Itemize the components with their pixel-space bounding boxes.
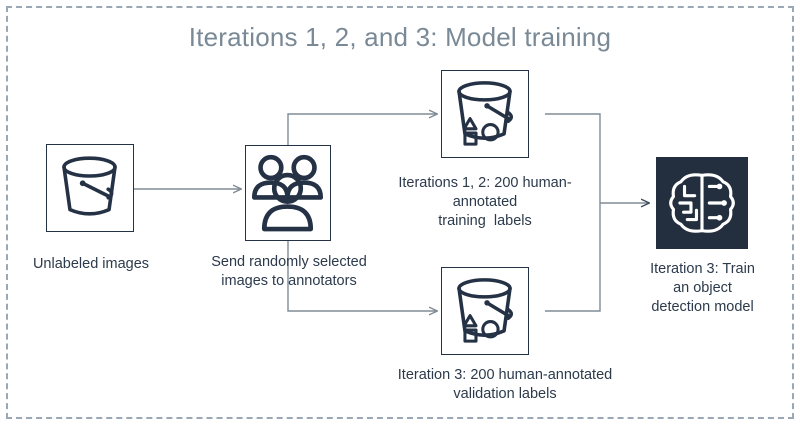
caption-line: detection model xyxy=(651,299,754,315)
caption-line: Send randomly selected xyxy=(211,254,367,270)
node-unlabeled-images[interactable] xyxy=(46,144,134,232)
caption-line: Iterations 1, 2: 200 human- xyxy=(398,175,572,191)
caption-unlabeled-images: Unlabeled images xyxy=(0,255,182,274)
caption-line: validation labels xyxy=(453,386,557,402)
labeled-bucket-icon xyxy=(457,278,514,343)
node-train-model[interactable] xyxy=(656,157,748,249)
bucket-icon xyxy=(62,156,117,216)
caption-line: Iteration 3: Train xyxy=(650,261,755,277)
ml-brain-icon xyxy=(669,173,735,233)
caption-line: images to annotators xyxy=(221,273,357,289)
labeled-bucket-icon xyxy=(457,81,514,146)
diagram-dashed-frame xyxy=(6,6,794,419)
caption-train-model: Iteration 3: Train an object detection m… xyxy=(625,260,780,317)
people-group-icon xyxy=(251,154,324,232)
node-validation-labels[interactable] xyxy=(441,267,529,355)
caption-annotators: Send randomly selected images to annotat… xyxy=(194,253,384,291)
caption-line: training labels xyxy=(438,213,532,229)
node-training-labels[interactable] xyxy=(441,70,529,158)
caption-validation-labels: Iteration 3: 200 human-annotated validat… xyxy=(345,366,665,404)
caption-training-labels: Iterations 1, 2: 200 human- annotated tr… xyxy=(380,174,590,231)
caption-line: an object xyxy=(673,280,732,296)
caption-line: annotated xyxy=(452,194,518,210)
node-annotators[interactable] xyxy=(245,145,331,241)
caption-line: Iteration 3: 200 human-annotated xyxy=(397,367,613,383)
caption-line: Unlabeled images xyxy=(32,256,150,272)
diagram-title: Iterations 1, 2, and 3: Model training xyxy=(188,22,612,52)
